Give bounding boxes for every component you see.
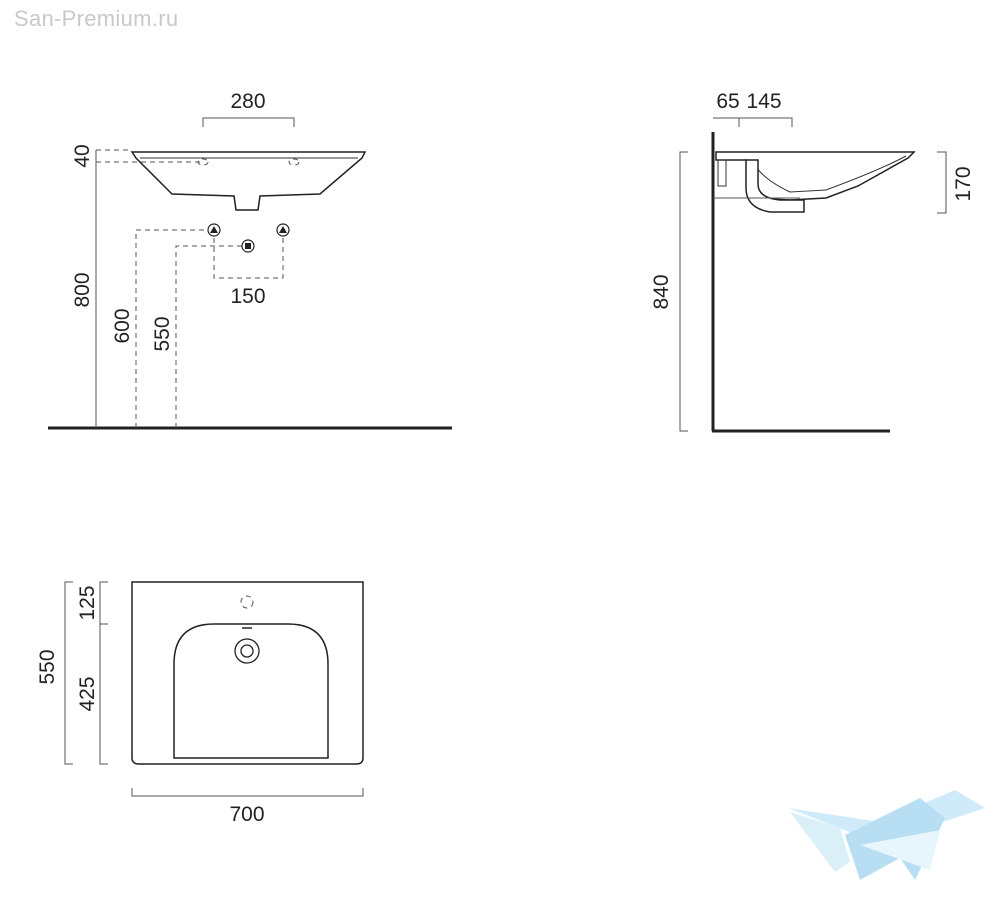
side-dim-840-line (679, 151, 688, 432)
front-dim-280-line (202, 117, 295, 127)
top-dim-125-label: 125 (76, 585, 99, 620)
top-dim-550-line (64, 581, 73, 765)
tap-right-icon (276, 223, 290, 237)
tap-left-icon (207, 223, 221, 237)
front-dim-800-label: 800 (71, 272, 94, 307)
front-overflow-hole-right (288, 158, 300, 166)
top-dim-425-label: 425 (76, 676, 99, 711)
front-dim-40-label: 40 (71, 144, 94, 167)
front-dim-150-label: 150 (230, 285, 265, 308)
drain-icon (234, 638, 260, 664)
top-tap-hole (240, 595, 254, 609)
drain-outlet-icon (241, 239, 255, 253)
watermark-text: San-Premium.ru (14, 6, 179, 31)
top-dim-700-line (131, 788, 364, 797)
front-view: 280 40 800 600 550 (48, 90, 452, 430)
top-view: 550 125 425 700 (36, 581, 364, 826)
top-dim-550-label: 550 (36, 649, 59, 684)
side-dim-840-label: 840 (650, 274, 673, 309)
top-dim-split-line (99, 581, 108, 765)
top-dim-700-label: 700 (229, 803, 264, 826)
side-dim-170-label: 170 (952, 166, 975, 201)
side-dim-170-line (937, 151, 947, 214)
top-basin-bowl (173, 623, 329, 759)
front-dim-600-line (135, 229, 214, 428)
side-dim-top-line (713, 117, 793, 127)
side-wall-bracket (717, 159, 727, 187)
front-dim-280-label: 280 (230, 90, 265, 113)
side-dim-65-label: 65 (716, 90, 739, 113)
front-dim-550-line (175, 245, 248, 428)
side-dim-145-label: 145 (746, 90, 781, 113)
front-dim-600-label: 600 (111, 308, 134, 343)
front-basin-body (130, 151, 367, 211)
front-dim-150-line (213, 238, 284, 279)
front-dim-550-label: 550 (151, 316, 174, 351)
side-basin-inner (751, 155, 907, 193)
brand-logo-watermark (788, 790, 985, 880)
side-view: 65 145 170 840 (650, 90, 975, 433)
